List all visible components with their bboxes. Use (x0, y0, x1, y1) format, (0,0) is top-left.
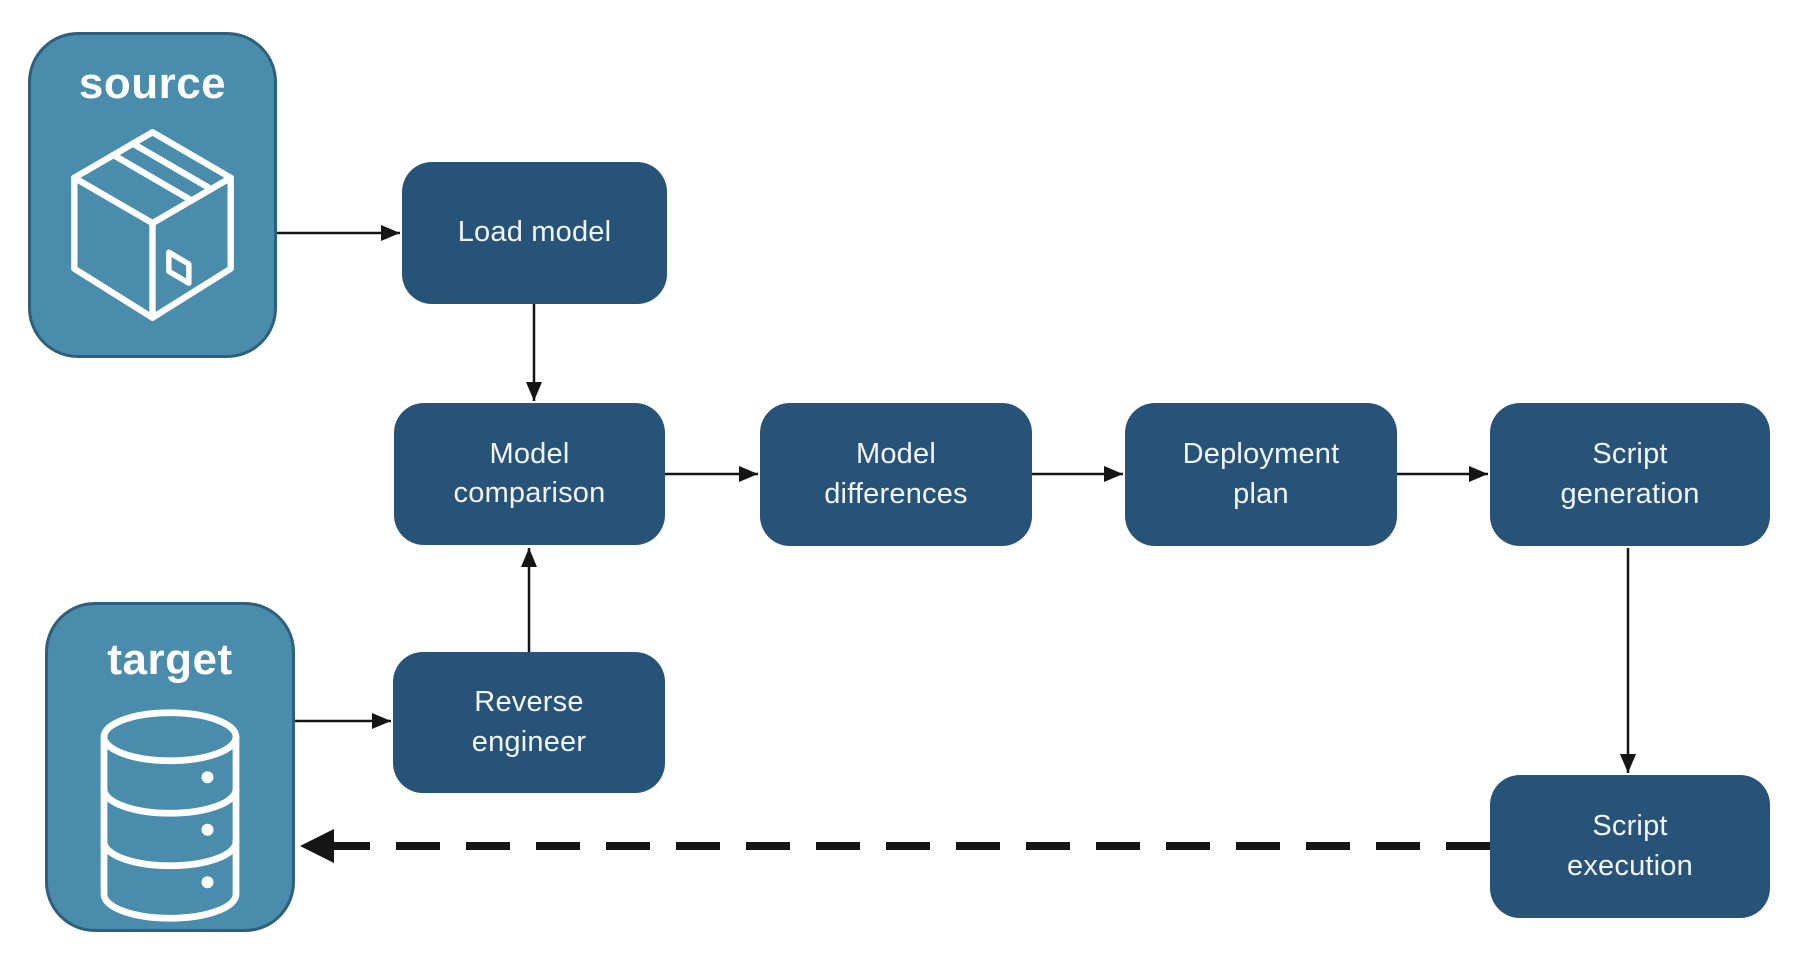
node-model-comparison: Model comparison (394, 403, 665, 545)
node-load-model: Load model (402, 162, 667, 304)
node-reverse-engineer-label: Reverse engineer (471, 686, 587, 758)
endpoint-source-label: source (78, 59, 227, 108)
database-icon (100, 709, 240, 922)
node-model-differences-label: Model differences (824, 438, 968, 510)
node-script-execution: Script execution (1490, 775, 1770, 918)
node-model-comparison-label: Model comparison (453, 437, 606, 509)
node-load-model-label: Load model (457, 216, 612, 249)
node-model-differences: Model differences (760, 403, 1032, 546)
node-reverse-engineer: Reverse engineer (393, 652, 665, 793)
node-script-execution-label: Script execution (1567, 810, 1693, 882)
node-script-generation: Script generation (1490, 403, 1770, 546)
node-deployment-plan-label: Deployment plan (1182, 438, 1340, 510)
package-icon (71, 129, 234, 321)
endpoint-target-label: target (107, 635, 233, 684)
endpoint-source: source (28, 32, 277, 358)
endpoint-target: target (45, 602, 295, 932)
node-deployment-plan: Deployment plan (1125, 403, 1397, 546)
node-script-generation-label: Script generation (1560, 438, 1700, 510)
